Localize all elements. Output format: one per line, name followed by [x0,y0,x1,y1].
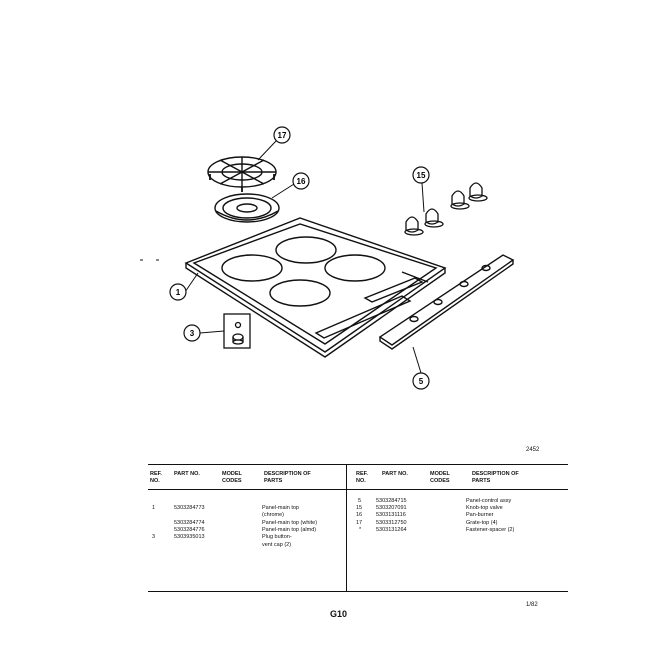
part-number: 5303284776 [174,527,205,533]
header-model-codes-left: MODEL CODES [222,471,242,484]
part-description: Grate-top (4) [466,520,498,526]
knob-top-valve-part [404,182,488,236]
part-number: 5303207091 [376,505,407,511]
part-description: Panel-control assy [466,498,512,504]
callout-15: 15 [412,166,430,184]
callout-3-label: 3 [190,329,195,338]
table-center-divider [346,465,347,591]
part-description: (chrome) [262,512,285,518]
ref-number: 5 [358,498,362,504]
header-ref-no-left: REF. NO. [150,471,162,484]
part-number: 5303935013 [174,534,205,540]
callout-16: 16 [292,172,310,190]
part-description: Plug button- [262,534,292,540]
leader-lines [140,140,425,374]
table-top-rule [148,464,568,465]
part-number: 5303284715 [376,498,407,504]
figure-code: 2452 [526,447,540,453]
callout-5: 5 [412,372,430,390]
revision-date: 1/82 [526,602,538,608]
part-description: Knob-top valve [466,505,503,511]
page-number: G10 [330,609,348,619]
callout-1: 1 [169,283,187,301]
header-model-codes-right: MODEL CODES [430,471,450,484]
callout-5-label: 5 [419,377,424,386]
callout-16-label: 16 [297,177,306,186]
ref-number: 15 [356,505,363,511]
callout-1-label: 1 [176,288,181,297]
ref-number: 1 [152,505,156,511]
part-description: Fastener-spacer (2) [466,527,515,533]
main-top-panel-part [184,217,447,358]
callout-3: 3 [183,324,201,342]
ref-number: * [359,527,362,533]
header-part-no-right: PART NO. [382,471,408,477]
plug-button-part [223,313,251,349]
table-bottom-rule [148,591,568,592]
header-ref-no-right: REF. NO. [356,471,368,484]
part-description: Panel-main top (white) [262,520,318,526]
part-description: Panel-main top (almd) [262,527,317,533]
ref-number: 16 [356,512,363,518]
control-panel-part [378,254,515,350]
header-description-left: DESCRIPTION OF PARTS [264,471,311,484]
ref-number: 3 [152,534,156,540]
table-header-rule [148,489,568,490]
part-number: 5303312750 [376,520,407,526]
part-description: Pan-burner [466,512,494,518]
callout-15-label: 15 [417,171,426,180]
header-description-right: DESCRIPTION OF PARTS [472,471,519,484]
ref-number: 17 [356,520,363,526]
part-number: 5303131264 [376,527,407,533]
part-number: 5303284774 [174,520,205,526]
grate-top-part [207,156,277,192]
header-part-no-left: PART NO. [174,471,200,477]
exploded-parts-diagram: 17 16 15 1 3 5 [140,126,515,390]
part-number: 5303131116 [376,512,406,518]
callout-17-label: 17 [278,131,287,140]
part-description: vent cap (2) [262,542,292,548]
part-number: 5303284773 [174,505,205,511]
callout-17: 17 [273,126,291,144]
burner-pan-part [214,193,280,223]
part-description: Panel-main top [262,505,299,511]
